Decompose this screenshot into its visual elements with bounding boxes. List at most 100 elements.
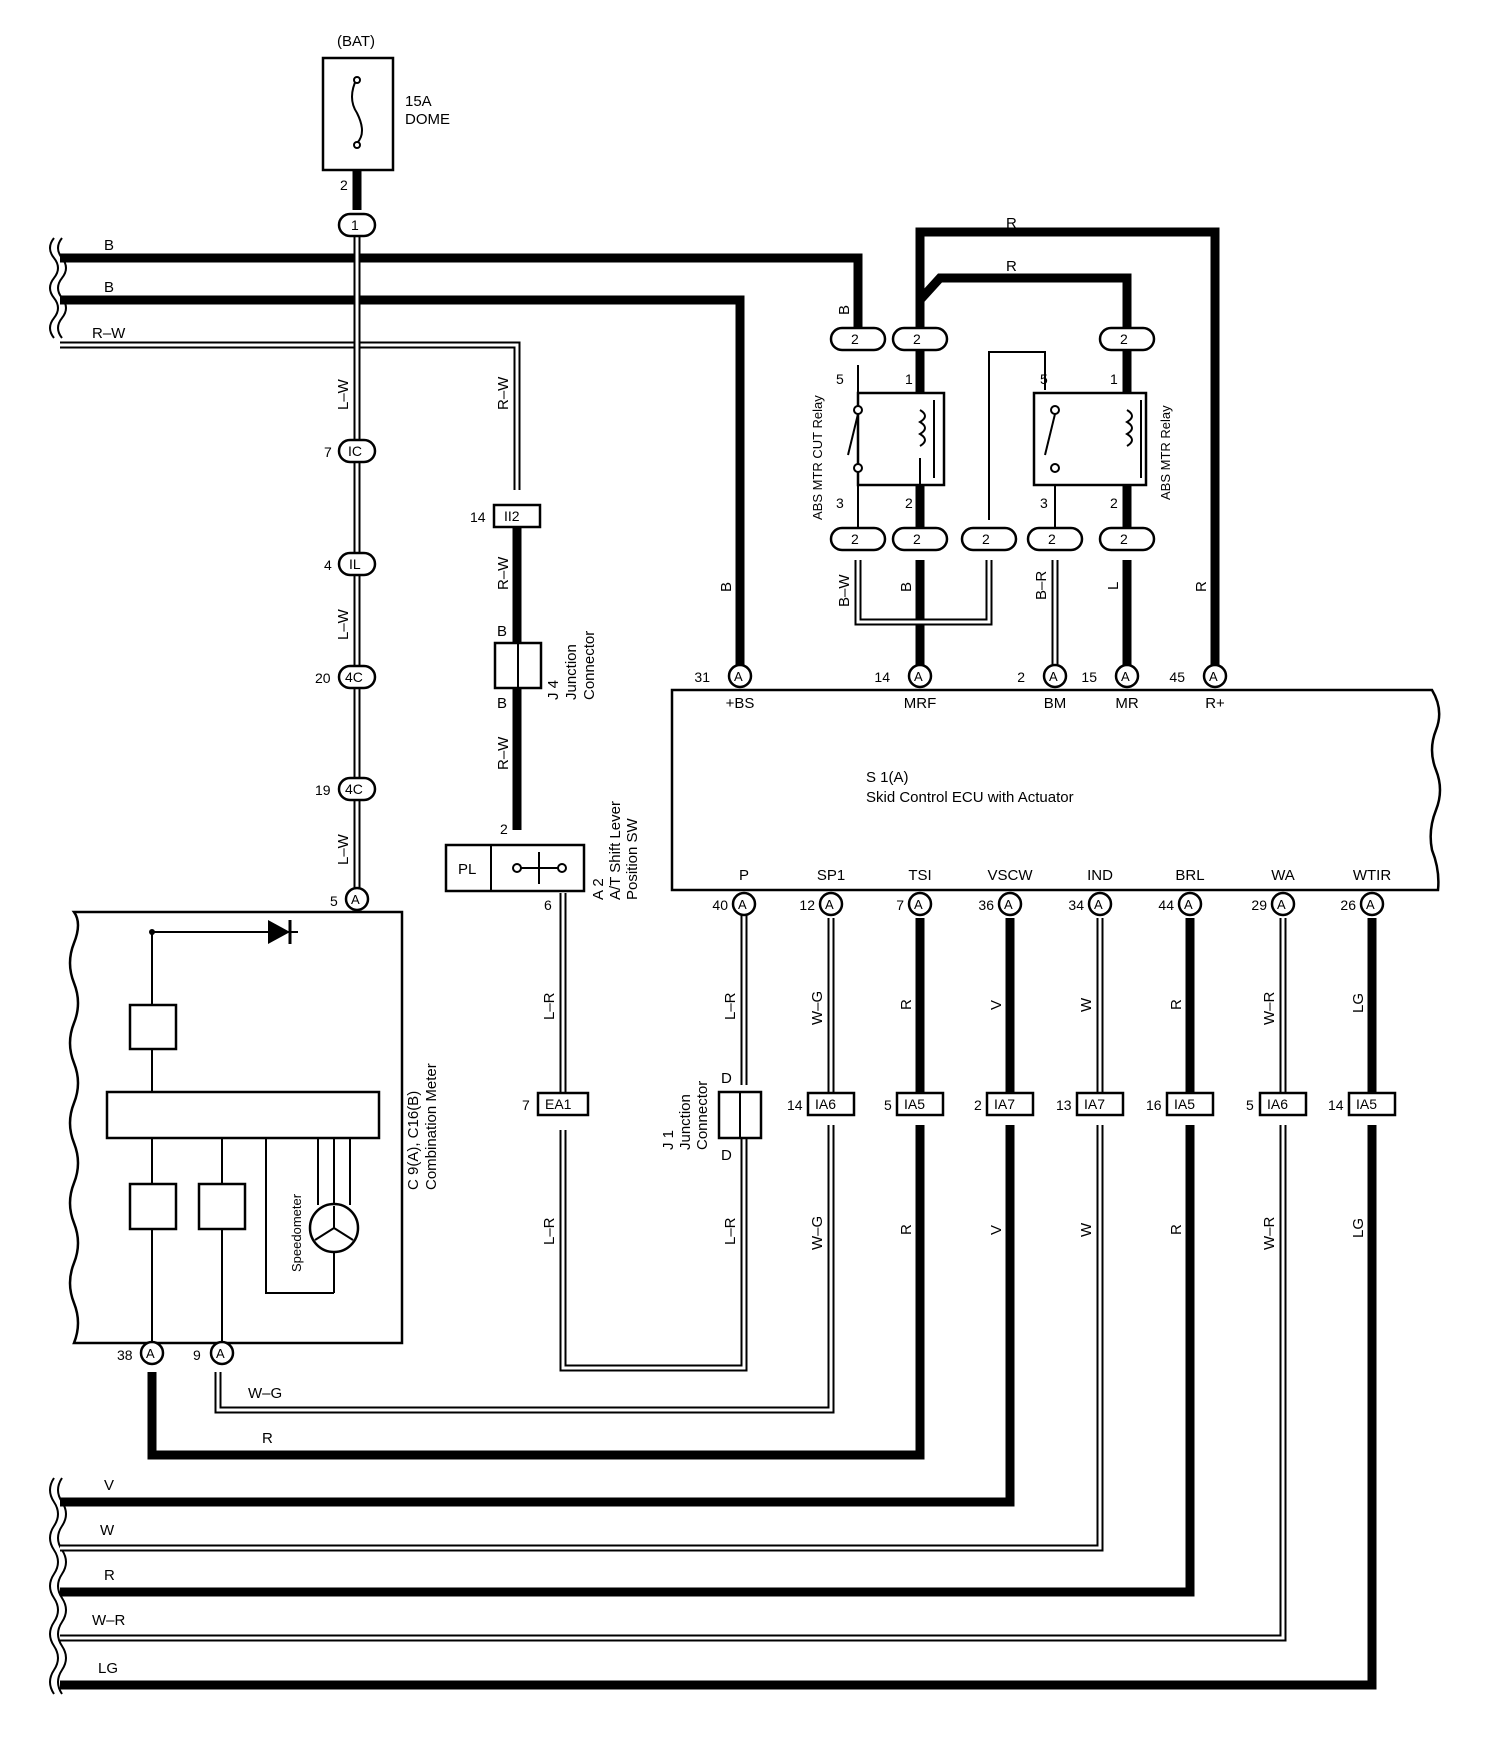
svg-text:5: 5 bbox=[1246, 1097, 1254, 1113]
coil-icon bbox=[918, 409, 926, 447]
svg-text:IA7: IA7 bbox=[994, 1096, 1015, 1112]
svg-text:W–G: W–G bbox=[809, 991, 826, 1025]
svg-text:MR: MR bbox=[1115, 695, 1138, 712]
svg-text:W–G: W–G bbox=[809, 1216, 826, 1250]
svg-text:R: R bbox=[898, 1224, 915, 1235]
svg-text:A: A bbox=[1121, 669, 1130, 684]
svg-text:2: 2 bbox=[905, 495, 913, 511]
svg-text:Position SW: Position SW bbox=[624, 817, 641, 900]
svg-text:LG: LG bbox=[98, 1660, 118, 1677]
svg-text:B–W: B–W bbox=[836, 574, 853, 607]
svg-text:A 2: A 2 bbox=[590, 878, 607, 900]
svg-text:IA7: IA7 bbox=[1084, 1096, 1105, 1112]
svg-text:4C: 4C bbox=[345, 669, 363, 685]
svg-text:3: 3 bbox=[1040, 495, 1048, 511]
svg-text:B: B bbox=[898, 582, 915, 592]
svg-text:2: 2 bbox=[851, 331, 859, 347]
svg-text:13: 13 bbox=[1056, 1097, 1072, 1113]
svg-text:A: A bbox=[914, 897, 923, 912]
svg-text:J 1: J 1 bbox=[660, 1130, 677, 1150]
svg-text:Combination Meter: Combination Meter bbox=[423, 1063, 440, 1190]
svg-text:ABS MTR Relay: ABS MTR Relay bbox=[1158, 405, 1173, 500]
svg-text:R–W: R–W bbox=[495, 376, 512, 410]
svg-text:A: A bbox=[738, 897, 747, 912]
svg-text:IA5: IA5 bbox=[1356, 1096, 1377, 1112]
svg-text:2: 2 bbox=[1017, 669, 1025, 685]
svg-text:VSCW: VSCW bbox=[988, 867, 1034, 884]
svg-text:PL: PL bbox=[458, 861, 476, 878]
svg-text:Connector: Connector bbox=[581, 631, 598, 700]
svg-text:20: 20 bbox=[315, 670, 331, 686]
shift-lever-switch: 2 PL 6 A 2 A/T Shift Lever Position SW bbox=[444, 801, 641, 913]
svg-text:TSI: TSI bbox=[908, 867, 931, 884]
svg-text:R–W: R–W bbox=[92, 325, 126, 342]
svg-text:2: 2 bbox=[913, 531, 921, 547]
svg-text:16: 16 bbox=[1146, 1097, 1162, 1113]
svg-text:V: V bbox=[104, 1477, 114, 1494]
connector-ia5-5: 5 IA5 bbox=[884, 1091, 945, 1117]
svg-text:Junction: Junction bbox=[677, 1094, 694, 1150]
svg-text:5: 5 bbox=[1040, 371, 1048, 387]
svg-text:B: B bbox=[836, 305, 853, 315]
connector-a-meter-5: 5 A bbox=[330, 886, 370, 912]
svg-text:R: R bbox=[1168, 1224, 1185, 1235]
svg-text:WA: WA bbox=[1271, 867, 1295, 884]
abs-mtr-relay: 2 5 1 3 2 2 2 ABS MTR Relay bbox=[1026, 326, 1173, 552]
svg-text:2: 2 bbox=[1120, 331, 1128, 347]
svg-text:LG: LG bbox=[1350, 993, 1367, 1013]
svg-text:A: A bbox=[146, 1346, 155, 1361]
svg-text:IL: IL bbox=[349, 556, 361, 572]
connector-4c-20: 20 4C bbox=[315, 664, 377, 690]
svg-text:2: 2 bbox=[851, 531, 859, 547]
svg-text:V: V bbox=[988, 1225, 1005, 1235]
svg-text:19: 19 bbox=[315, 782, 331, 798]
svg-text:14: 14 bbox=[787, 1097, 803, 1113]
ecu-bottom-pins: A40PA12SP1A7TSIA36VSCWA34INDA44BRLA29WAA… bbox=[712, 867, 1391, 917]
svg-text:L–R: L–R bbox=[722, 1217, 739, 1245]
svg-text:A: A bbox=[216, 1346, 225, 1361]
svg-text:26: 26 bbox=[1340, 897, 1356, 913]
svg-text:B: B bbox=[718, 582, 735, 592]
svg-text:A: A bbox=[1049, 669, 1058, 684]
svg-text:W–R: W–R bbox=[1261, 1217, 1278, 1251]
svg-text:W–R: W–R bbox=[92, 1612, 126, 1629]
wire-b-2 bbox=[60, 295, 745, 668]
svg-text:J 4: J 4 bbox=[545, 680, 562, 700]
svg-text:5: 5 bbox=[836, 371, 844, 387]
connector-ia7-13: 13 IA7 bbox=[1056, 1091, 1125, 1117]
svg-text:45: 45 bbox=[1169, 669, 1185, 685]
svg-text:6: 6 bbox=[544, 897, 552, 913]
svg-text:12: 12 bbox=[799, 897, 815, 913]
svg-text:Connector: Connector bbox=[694, 1081, 711, 1150]
svg-text:B–R: B–R bbox=[1033, 571, 1050, 600]
coil-icon-2 bbox=[1125, 409, 1133, 447]
svg-text:A: A bbox=[825, 897, 834, 912]
left-break-top bbox=[49, 237, 67, 339]
connector-ii2: 14 II2 bbox=[470, 503, 542, 529]
wire-b-1 bbox=[60, 253, 863, 330]
svg-text:2: 2 bbox=[1120, 531, 1128, 547]
svg-text:A: A bbox=[1277, 897, 1286, 912]
svg-text:3: 3 bbox=[836, 495, 844, 511]
svg-text:P: P bbox=[739, 867, 749, 884]
svg-text:L–W: L–W bbox=[335, 608, 352, 640]
connector-ia7-2: 2 IA7 bbox=[974, 1091, 1035, 1117]
svg-text:MRF: MRF bbox=[904, 695, 937, 712]
abs-mtr-cut-relay: 2 2 5 1 3 2 2 2 ABS MTR CUT Relay bbox=[810, 326, 949, 552]
connector-ia6-14: 14 IA6 bbox=[787, 1091, 856, 1117]
combination-meter: Speedometer C 9(A), C16(B) Combination M… bbox=[68, 910, 440, 1366]
svg-text:Skid Control ECU with Actuator: Skid Control ECU with Actuator bbox=[866, 789, 1074, 806]
svg-text:W: W bbox=[1078, 1222, 1095, 1237]
connector-4c-19: 19 4C bbox=[315, 776, 377, 802]
svg-text:A: A bbox=[1184, 897, 1193, 912]
junction-j1: D D J 1 Junction Connector bbox=[660, 1070, 763, 1164]
